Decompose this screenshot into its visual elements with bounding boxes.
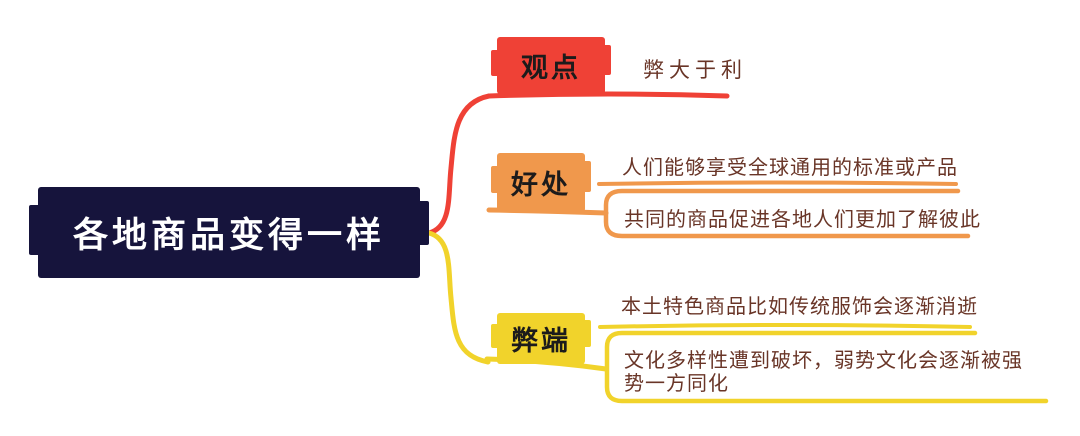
branch-label-drawbacks: 弊端 (511, 326, 571, 357)
connector-drawbacks-child1-underline (598, 323, 972, 329)
connector-drawbacks-child2-bracket (604, 330, 1049, 404)
central-topic-node[interactable]: 各地商品变得一样 (29, 187, 429, 278)
connector-viewpoint-child-underline (486, 91, 730, 99)
branch-node-drawbacks[interactable]: 弊端 (491, 313, 591, 364)
branch-node-benefits[interactable]: 好处 (491, 153, 591, 212)
branch-node-viewpoint[interactable]: 观点 (491, 37, 611, 94)
connector-central-to-drawbacks (426, 230, 491, 365)
connector-central-to-viewpoint (426, 93, 492, 236)
leaf-topic-drawback-1[interactable]: 本土特色商品比如传统服饰会逐渐消逝 (621, 294, 978, 318)
branch-label-benefits: 好处 (511, 170, 571, 201)
connector-benefits-child2-bracket (603, 188, 971, 239)
leaf-topic-benefit-2[interactable]: 共同的商品促进各地人们更加了解彼此 (624, 207, 981, 231)
central-topic-label: 各地商品变得一样 (72, 216, 385, 256)
connector-benefits-child1-underline (597, 180, 958, 186)
leaf-topic-drawback-2[interactable]: 文化多样性遭到破坏，弱势文化会逐渐被强势一方同化 (624, 348, 1023, 395)
leaf-topic-benefit-1[interactable]: 人们能够享受全球通用的标准或产品 (622, 155, 958, 179)
branch-label-viewpoint: 观点 (521, 53, 581, 84)
leaf-topic-viewpoint-conclusion[interactable]: 弊大于利 (643, 58, 747, 82)
